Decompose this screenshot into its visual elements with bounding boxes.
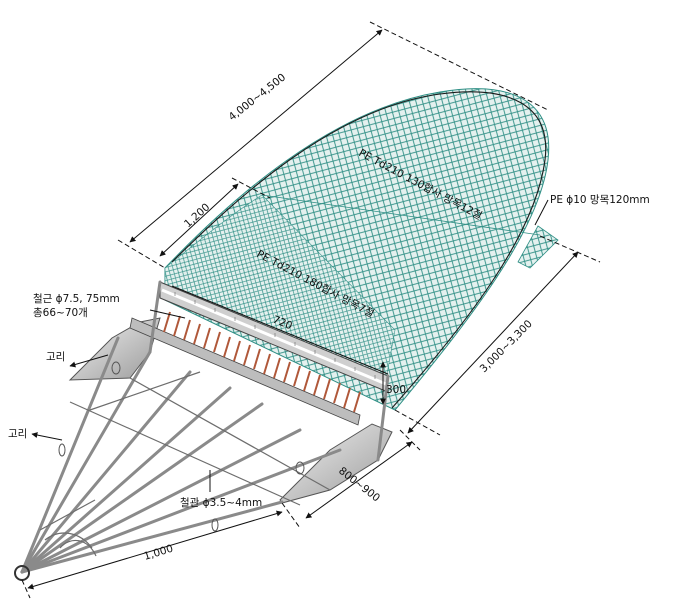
label-rebar-line2: 총66~70개 (33, 307, 88, 319)
label-side-length: 3,000~3,300 (478, 318, 535, 375)
runner-ring-left (111, 361, 121, 375)
label-dim-300: 300 (386, 384, 406, 396)
mouth-bar-ruler (161, 288, 387, 386)
runner-ring-right (295, 461, 305, 475)
side-ring-left (58, 443, 66, 457)
ruler-ticks (174, 292, 376, 379)
label-rebar-line1: 철근 ϕ7.5, 75mm (33, 293, 120, 305)
tooth-bar (129, 317, 361, 426)
rebar-teeth (163, 311, 361, 413)
label-ring-lower: 고리 (8, 428, 27, 440)
label-ring-upper: 고리 (46, 351, 65, 363)
label-base-length: 1,000 (142, 543, 174, 563)
label-overall-length: 4,000~4,500 (226, 71, 288, 123)
label-rope: PE ϕ10 망목120mm (550, 194, 650, 206)
bridle-rods (20, 336, 342, 574)
dimension-lines (21, 21, 601, 599)
label-pipe: 철관 ϕ3.5~4mm (180, 497, 262, 509)
